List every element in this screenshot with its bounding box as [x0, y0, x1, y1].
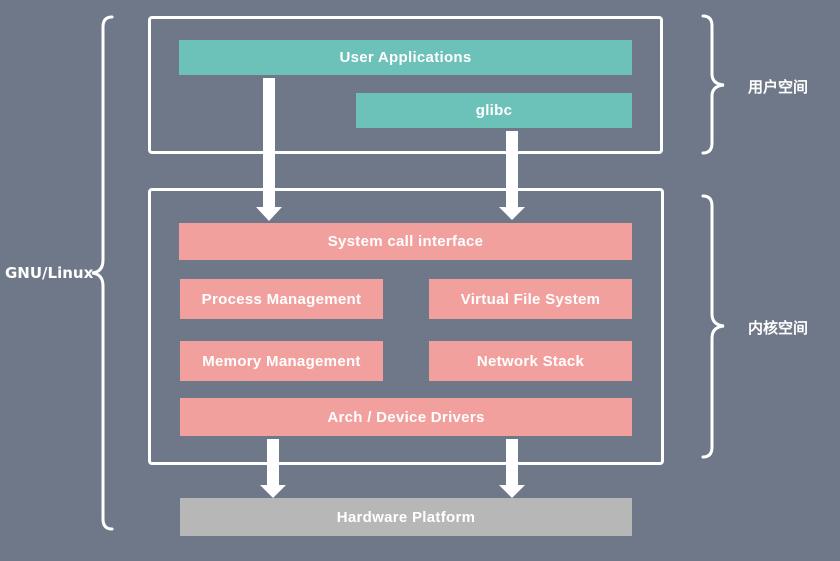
glibc-box: glibc: [356, 93, 632, 128]
kernel-space-brace: [701, 194, 725, 459]
kernel-space-label: 内核空间: [748, 319, 809, 337]
user-space-brace: [701, 14, 725, 155]
kernel-space-frame: [148, 188, 664, 465]
arrow-user-apps-to-syscall: [256, 78, 282, 221]
gnu-linux-brace: [91, 15, 114, 531]
memory-management-box: Memory Management: [180, 341, 383, 381]
gnu-linux-label: GNU/Linux: [5, 264, 94, 282]
network-stack-box: Network Stack: [429, 341, 632, 381]
virtual-file-system-box: Virtual File System: [429, 279, 632, 319]
user-space-label: 用户空间: [748, 78, 809, 96]
process-management-box: Process Management: [180, 279, 383, 319]
user-space-frame: [148, 16, 663, 154]
user-applications-box: User Applications: [179, 40, 632, 75]
system-call-interface-box: System call interface: [179, 223, 632, 260]
arch-device-drivers-box: Arch / Device Drivers: [180, 398, 632, 436]
hardware-platform-box: Hardware Platform: [180, 498, 632, 536]
